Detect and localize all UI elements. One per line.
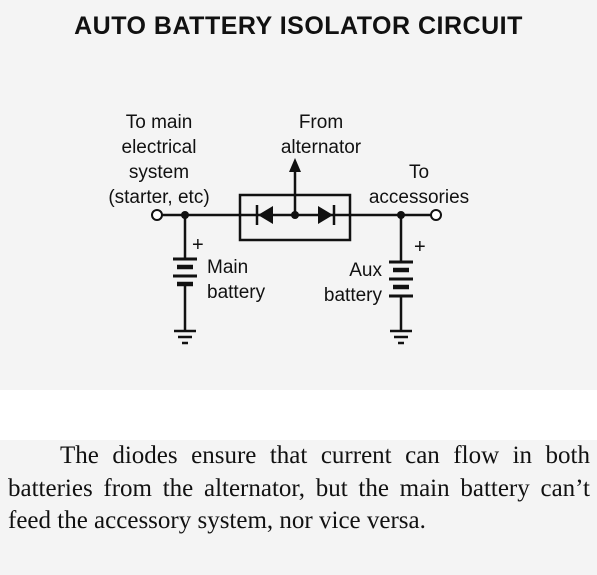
junction-main [181,211,189,219]
junction-aux [397,211,405,219]
label-aux-battery-line: battery [323,285,382,306]
label-aux-battery-line: Aux [349,260,382,281]
aux-battery-symbol [389,260,413,298]
plus-sign-main: + [192,234,204,256]
caption-band [0,440,597,575]
ground-aux [390,329,412,345]
label-main-battery: Main battery [207,255,265,305]
label-alternator-line: From [298,112,344,133]
plus-sign-aux: + [414,236,426,258]
label-main-system: To main electrical system (starter, etc) [84,110,234,210]
main-battery-symbol [173,257,197,287]
label-main-system-line: system [128,162,190,183]
ground-main [174,329,196,345]
label-aux-battery: Aux battery [312,258,382,308]
label-main-system-line: To main [125,112,193,133]
label-main-system-line: electrical [121,137,197,158]
diode-right [318,205,336,225]
label-main-battery-line: Main [207,257,249,278]
label-accessories-line: accessories [368,187,470,208]
label-main-battery-line: battery [207,282,266,303]
label-main-system-line: (starter, etc) [108,187,210,208]
label-alternator: From alternator [258,110,384,160]
label-alternator-line: alternator [280,137,362,158]
label-accessories-line: To [408,162,430,183]
label-accessories: To accessories [350,160,488,210]
junction-alternator [291,211,299,219]
diagram-title: AUTO BATTERY ISOLATOR CIRCUIT [74,12,523,40]
diode-left [255,205,273,225]
alternator-arrow [289,158,301,172]
caption-text: The diodes ensure that current can flow … [8,442,590,534]
terminal-main [151,209,163,221]
terminal-accessories [430,209,442,221]
